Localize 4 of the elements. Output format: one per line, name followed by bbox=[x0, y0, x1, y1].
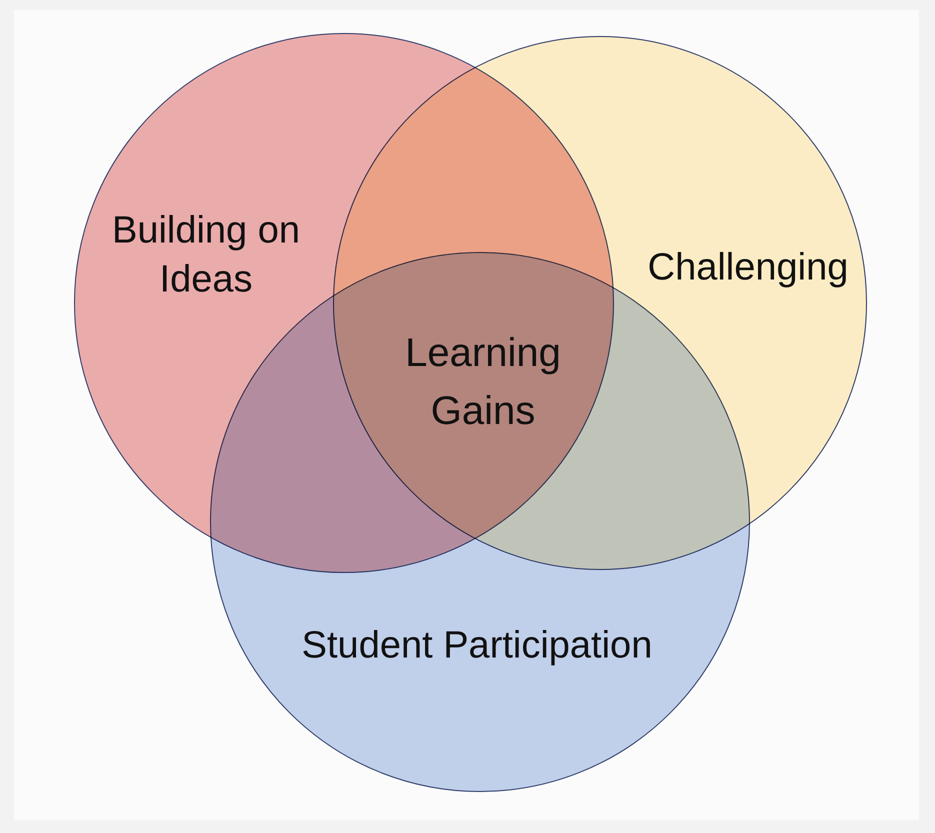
center-label: Learning Gains bbox=[404, 330, 562, 435]
circle-label: Student Participation bbox=[300, 623, 654, 668]
circle-label: Building on Ideas bbox=[110, 208, 302, 303]
circle-label: Challenging bbox=[646, 245, 850, 290]
